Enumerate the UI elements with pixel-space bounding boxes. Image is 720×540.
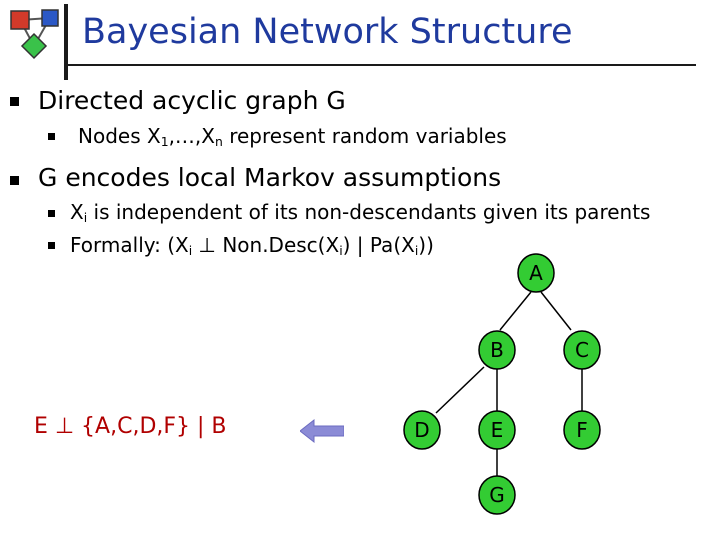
left-arrow-icon [300, 418, 344, 444]
node-g: G [478, 475, 516, 515]
node-label-b: B [490, 338, 504, 362]
node-label-d: D [414, 418, 429, 442]
text: ) | Pa(X [342, 233, 415, 257]
edge-a-b [499, 291, 532, 331]
node-e: E [478, 410, 516, 450]
node-label-c: C [575, 338, 589, 362]
node-label-f: F [576, 418, 588, 442]
node-c: C [563, 330, 601, 370]
node-f: F [563, 410, 601, 450]
independence-claim: E ⊥ {A,C,D,F} | B [34, 414, 227, 439]
node-b: B [478, 330, 516, 370]
node-d: D [403, 410, 441, 450]
text: is independent of its non-descendants gi… [87, 200, 651, 224]
title-vertical-rule [64, 4, 68, 80]
bullet-nodes: Nodes X1,…,Xn represent random variables [78, 124, 507, 148]
edge-b-d [435, 366, 485, 414]
graph-nodes: A B C D E F G [403, 253, 601, 515]
subscript: i [339, 243, 343, 259]
text: Formally: (X [70, 233, 189, 257]
subscript: i [188, 243, 193, 259]
bullet-marker [48, 242, 55, 249]
node-label-g: G [489, 483, 505, 507]
text: represent random variables [222, 124, 507, 148]
text: ,…,X [168, 124, 215, 148]
text: ⊥ Non.Desc(X [192, 233, 340, 257]
node-a: A [517, 253, 555, 293]
title-underline [64, 64, 696, 66]
subscript: i [83, 210, 88, 226]
bullet-marker [10, 176, 19, 185]
subscript: n [215, 134, 223, 150]
bullet-marker [48, 133, 55, 140]
node-label-e: E [491, 418, 504, 442]
bullet-marker [48, 210, 55, 217]
bullet-dag: Directed acyclic graph G [38, 86, 346, 115]
text: )) [418, 233, 434, 257]
network-logo-icon [10, 9, 59, 60]
bullet-markov: G encodes local Markov assumptions [38, 163, 502, 192]
slide-title: Bayesian Network Structure [82, 12, 573, 52]
edge-a-c [540, 291, 572, 331]
bullet-formally: Formally: (Xi ⊥ Non.Desc(Xi) | Pa(Xi)) [70, 233, 434, 257]
subscript: i [414, 243, 419, 259]
text: X [70, 200, 84, 224]
bullet-marker [10, 97, 19, 106]
node-label-a: A [529, 261, 543, 285]
text: Nodes X [78, 124, 161, 148]
bullet-independence: Xi is independent of its non-descendants… [70, 200, 650, 224]
subscript: 1 [160, 134, 169, 150]
graph-edges [435, 291, 583, 477]
